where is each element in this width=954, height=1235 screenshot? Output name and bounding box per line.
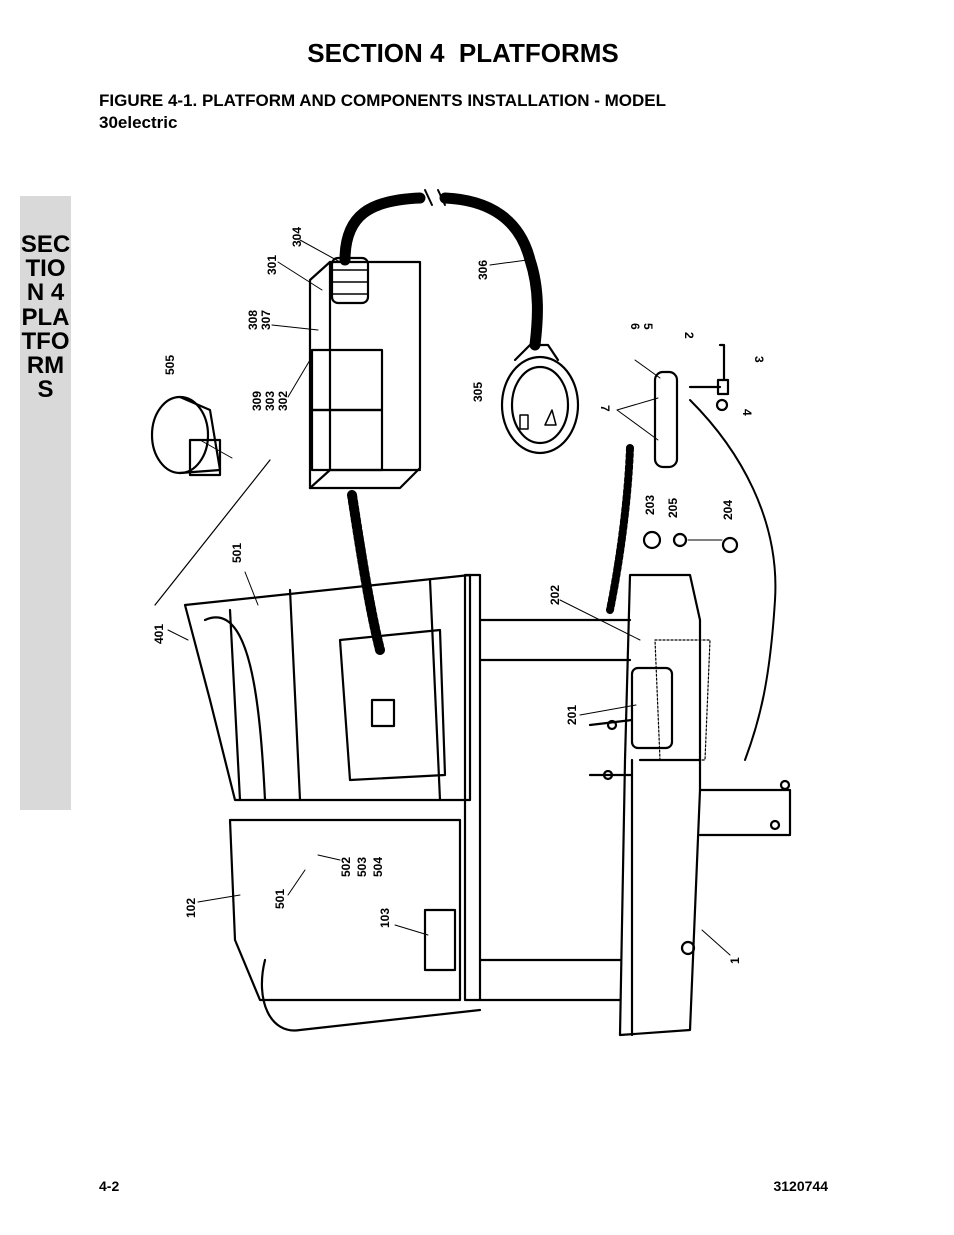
- section-side-tab: SECTION 4 PLATFORMS: [20, 196, 71, 810]
- callout-6: 6: [628, 323, 642, 330]
- section-title: SECTION 4 PLATFORMS: [307, 38, 619, 68]
- callout-401: 401: [152, 623, 166, 644]
- callout-303: 303: [263, 390, 277, 411]
- callout-202: 202: [548, 584, 562, 605]
- callout-1: 1: [728, 957, 742, 964]
- callout-203: 203: [643, 494, 657, 515]
- callout-302: 302: [276, 390, 290, 411]
- callout-103: 103: [378, 907, 392, 928]
- callout-3: 3: [752, 356, 766, 363]
- callout-102: 102: [184, 897, 198, 918]
- callout-301: 301: [265, 254, 279, 275]
- callout-2: 2: [682, 332, 696, 339]
- callout-505: 505: [163, 354, 177, 375]
- callout-502: 502: [339, 856, 353, 877]
- callout-308: 308: [246, 309, 260, 330]
- callout-5: 5: [641, 323, 655, 330]
- callout-205: 205: [666, 497, 680, 518]
- callout-504: 504: [371, 856, 385, 877]
- page-number: 4-2: [99, 1178, 120, 1194]
- callout-307: 307: [259, 309, 273, 330]
- callout-503: 503: [355, 856, 369, 877]
- callout-304: 304: [290, 226, 304, 247]
- callout-204: 204: [721, 499, 735, 520]
- callout-4: 4: [740, 409, 754, 416]
- callout-305: 305: [471, 381, 485, 402]
- callout-306: 306: [476, 259, 490, 280]
- callout-309: 309: [250, 390, 264, 411]
- callout-501-lower: 501: [273, 888, 287, 909]
- platform-exploded-diagram: [150, 189, 792, 1037]
- callout-201: 201: [565, 704, 579, 725]
- document-number: 3120744: [773, 1178, 828, 1194]
- side-tab-label: SECTION 4 PLATFORMS: [20, 231, 71, 404]
- figure-title: FIGURE 4-1. PLATFORM AND COMPONENTS INST…: [99, 91, 666, 132]
- callout-501-upper: 501: [230, 542, 244, 563]
- callout-7: 7: [598, 405, 612, 412]
